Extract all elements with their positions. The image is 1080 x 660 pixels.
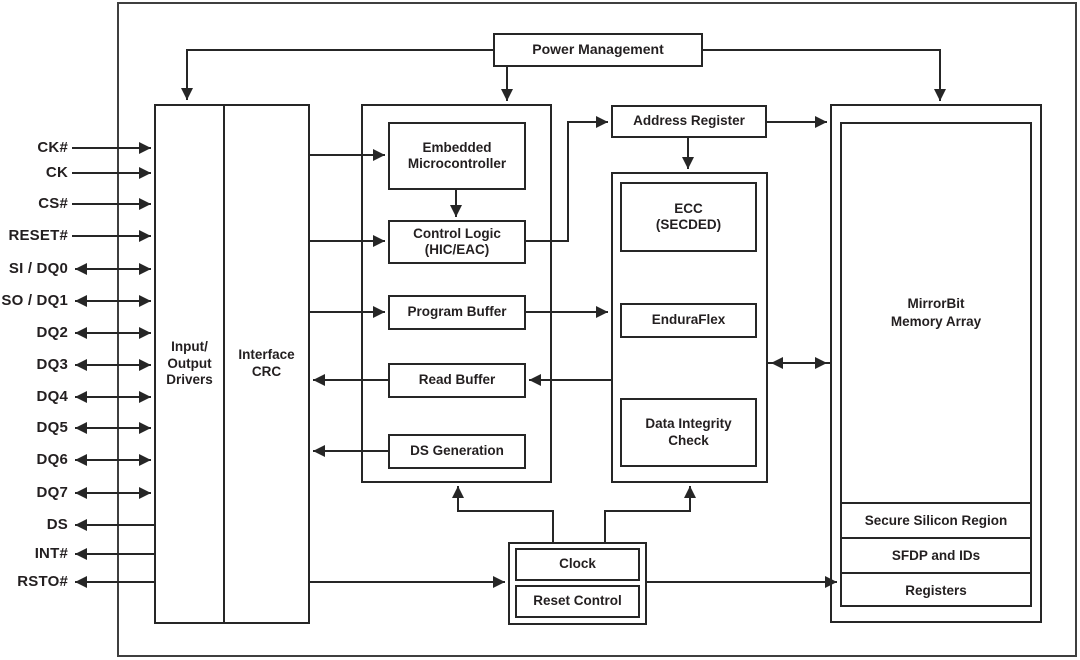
embedded-microcontroller-block: Embedded Microcontroller — [388, 122, 526, 190]
ds-generation-block: DS Generation — [388, 434, 526, 469]
power-management-block: Power Management — [493, 33, 703, 67]
address-register-block: Address Register — [611, 105, 767, 138]
pin-label-cs-n: CS# — [38, 195, 68, 212]
chip-boundary — [117, 2, 1077, 657]
pin-label-ck: CK — [45, 164, 68, 181]
io-drivers-block: Input/ Output Drivers — [156, 106, 225, 622]
pin-label-rsto-n: RSTO# — [17, 573, 68, 590]
pin-label-dq5: DQ5 — [36, 419, 68, 436]
pin-label-dq3: DQ3 — [36, 356, 68, 373]
ecc-container — [611, 172, 768, 483]
ecc-secded-block: ECC (SECDED) — [620, 182, 757, 252]
pin-label-ds: DS — [46, 516, 68, 533]
pin-label-dq2: DQ2 — [36, 324, 68, 341]
reset-control-block: Reset Control — [515, 585, 640, 618]
pin-label-si-dq0: SI / DQ0 — [8, 260, 68, 277]
interface-crc-block: Interface CRC — [238, 347, 295, 379]
enduraflex-block: EnduraFlex — [620, 303, 757, 338]
io-interface-block: Input/ Output Drivers Interface CRC — [154, 104, 310, 624]
pin-label-ck-n: CK# — [37, 139, 68, 156]
pin-label-dq6: DQ6 — [36, 451, 68, 468]
program-buffer-block: Program Buffer — [388, 295, 526, 330]
memory-inner-block: MirrorBit Memory Array Secure Silicon Re… — [840, 122, 1032, 607]
secure-silicon-region-row: Secure Silicon Region — [842, 502, 1030, 537]
pin-label-dq7: DQ7 — [36, 484, 68, 501]
mirrorbit-memory-array-label: MirrorBit Memory Array — [890, 296, 982, 329]
read-buffer-block: Read Buffer — [388, 363, 526, 398]
sfdp-and-ids-row: SFDP and IDs — [842, 537, 1030, 572]
control-logic-block: Control Logic (HIC/EAC) — [388, 220, 526, 264]
pin-label-dq4: DQ4 — [36, 388, 68, 405]
registers-row: Registers — [842, 572, 1030, 607]
pin-label-reset-n: RESET# — [8, 227, 68, 244]
pin-label-so-dq1: SO / DQ1 — [1, 292, 68, 309]
logic-container — [361, 104, 552, 483]
data-integrity-check-block: Data Integrity Check — [620, 398, 757, 467]
pin-label-int-n: INT# — [34, 545, 68, 562]
clock-block: Clock — [515, 548, 640, 581]
